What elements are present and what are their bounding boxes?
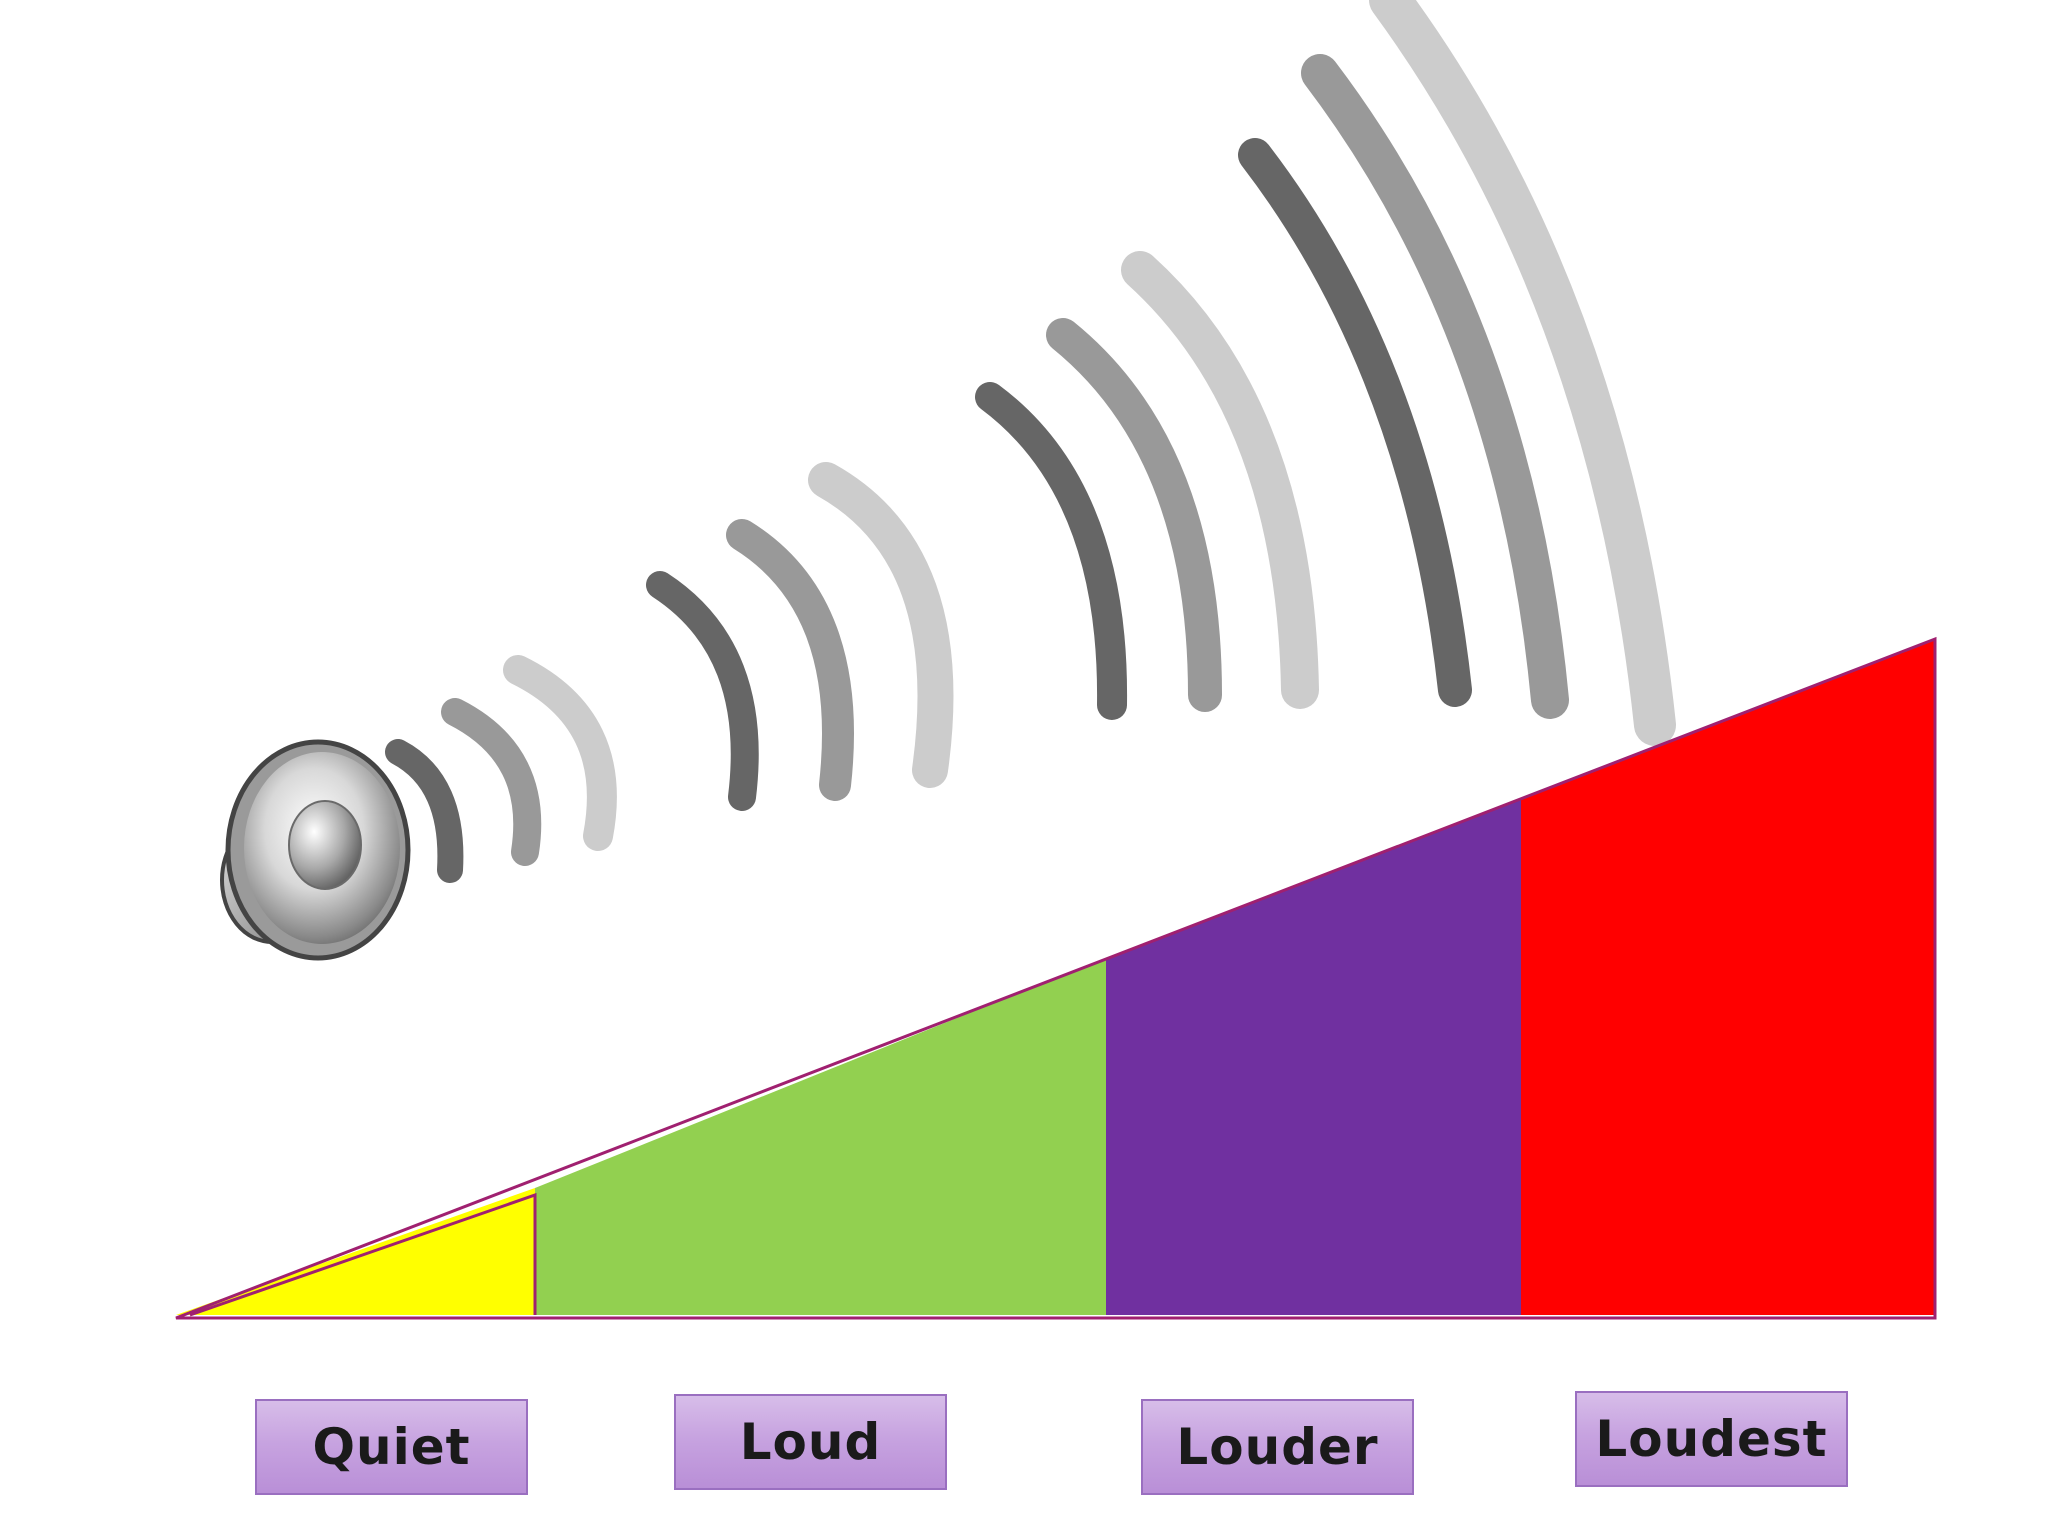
- segment-loud: [535, 958, 1106, 1315]
- label-loud-text: Loud: [739, 1413, 882, 1471]
- sound-wave: [975, 382, 1128, 720]
- label-loudest: Loudest: [1575, 1391, 1848, 1487]
- sound-wave: [1046, 318, 1222, 712]
- sound-wave: [726, 519, 854, 801]
- speaker-icon: [220, 739, 411, 961]
- sound-wave: [441, 698, 542, 866]
- speaker-dust-cap: [288, 800, 362, 890]
- loudness-wedge: [175, 636, 1937, 1320]
- sound-wave: [1238, 138, 1472, 707]
- quiet-segment-edge: [189, 1192, 537, 1317]
- label-louder-text: Louder: [1176, 1418, 1379, 1476]
- wedge-outline: [175, 636, 1937, 1320]
- label-quiet: Quiet: [255, 1399, 528, 1495]
- label-quiet-text: Quiet: [312, 1418, 471, 1476]
- sound-wave: [1121, 251, 1319, 709]
- sound-wave: [1301, 54, 1569, 719]
- segment-loudest: [1521, 639, 1935, 1315]
- sound-wave: [808, 462, 954, 788]
- sound-wave: [646, 571, 759, 811]
- sound-wave: [503, 655, 617, 851]
- sound-wave: [385, 739, 464, 883]
- sound-wave: [1369, 0, 1676, 746]
- label-loud: Loud: [674, 1394, 947, 1490]
- segment-louder: [1106, 798, 1521, 1315]
- label-loudest-text: Loudest: [1595, 1410, 1828, 1468]
- sound-waves: [385, 0, 1676, 883]
- label-louder: Louder: [1141, 1399, 1414, 1495]
